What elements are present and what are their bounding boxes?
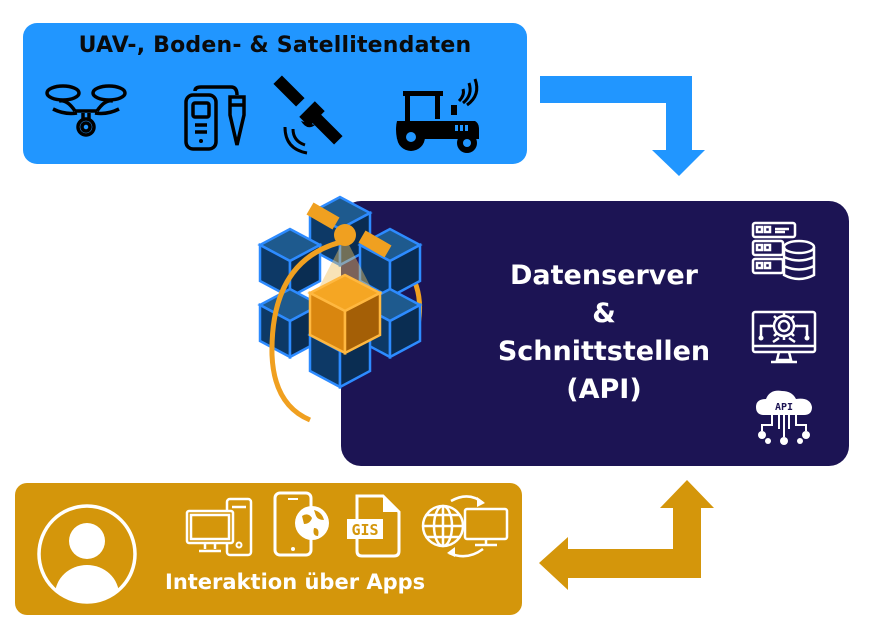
smartphone-globe-icon bbox=[273, 491, 329, 557]
desktop-computer-icon bbox=[185, 497, 253, 557]
server-title: Datenserver & Schnittstellen (API) bbox=[469, 257, 739, 409]
drone-icon bbox=[45, 84, 127, 137]
user-avatar-icon bbox=[37, 504, 137, 604]
server-panel: Datenserver & Schnittstellen (API) bbox=[341, 201, 849, 466]
tractor-icon bbox=[396, 78, 479, 153]
gis-file-icon: GIS bbox=[347, 494, 401, 558]
gis-label: GIS bbox=[351, 521, 378, 539]
apps-title: Interaktion über Apps bbox=[165, 570, 426, 594]
server-database-icon bbox=[751, 221, 816, 281]
server-title-line-4: (API) bbox=[566, 374, 642, 405]
highlighted-data-cube bbox=[307, 273, 383, 356]
data-sources-title: UAV-, Boden- & Satellitendaten bbox=[78, 33, 472, 58]
server-title-line-3: Schnittstellen bbox=[497, 336, 711, 367]
cloud-api-label: API bbox=[775, 402, 793, 413]
web-sync-icon bbox=[421, 495, 509, 558]
monitor-gear-icon bbox=[751, 310, 817, 364]
cloud-api-icon: API bbox=[756, 390, 812, 445]
orbit-satellite bbox=[306, 202, 392, 258]
satellite-icon bbox=[273, 75, 343, 155]
soil-sensor-icon bbox=[184, 85, 246, 151]
server-title-line-1: Datenserver bbox=[510, 260, 698, 291]
data-cube-satellite-graphic bbox=[258, 195, 422, 423]
server-title-line-2: & bbox=[592, 298, 616, 329]
data-sources-panel: UAV-, Boden- & Satellitendaten bbox=[23, 23, 527, 164]
apps-panel: GIS Interaktion über Apps bbox=[15, 483, 522, 615]
